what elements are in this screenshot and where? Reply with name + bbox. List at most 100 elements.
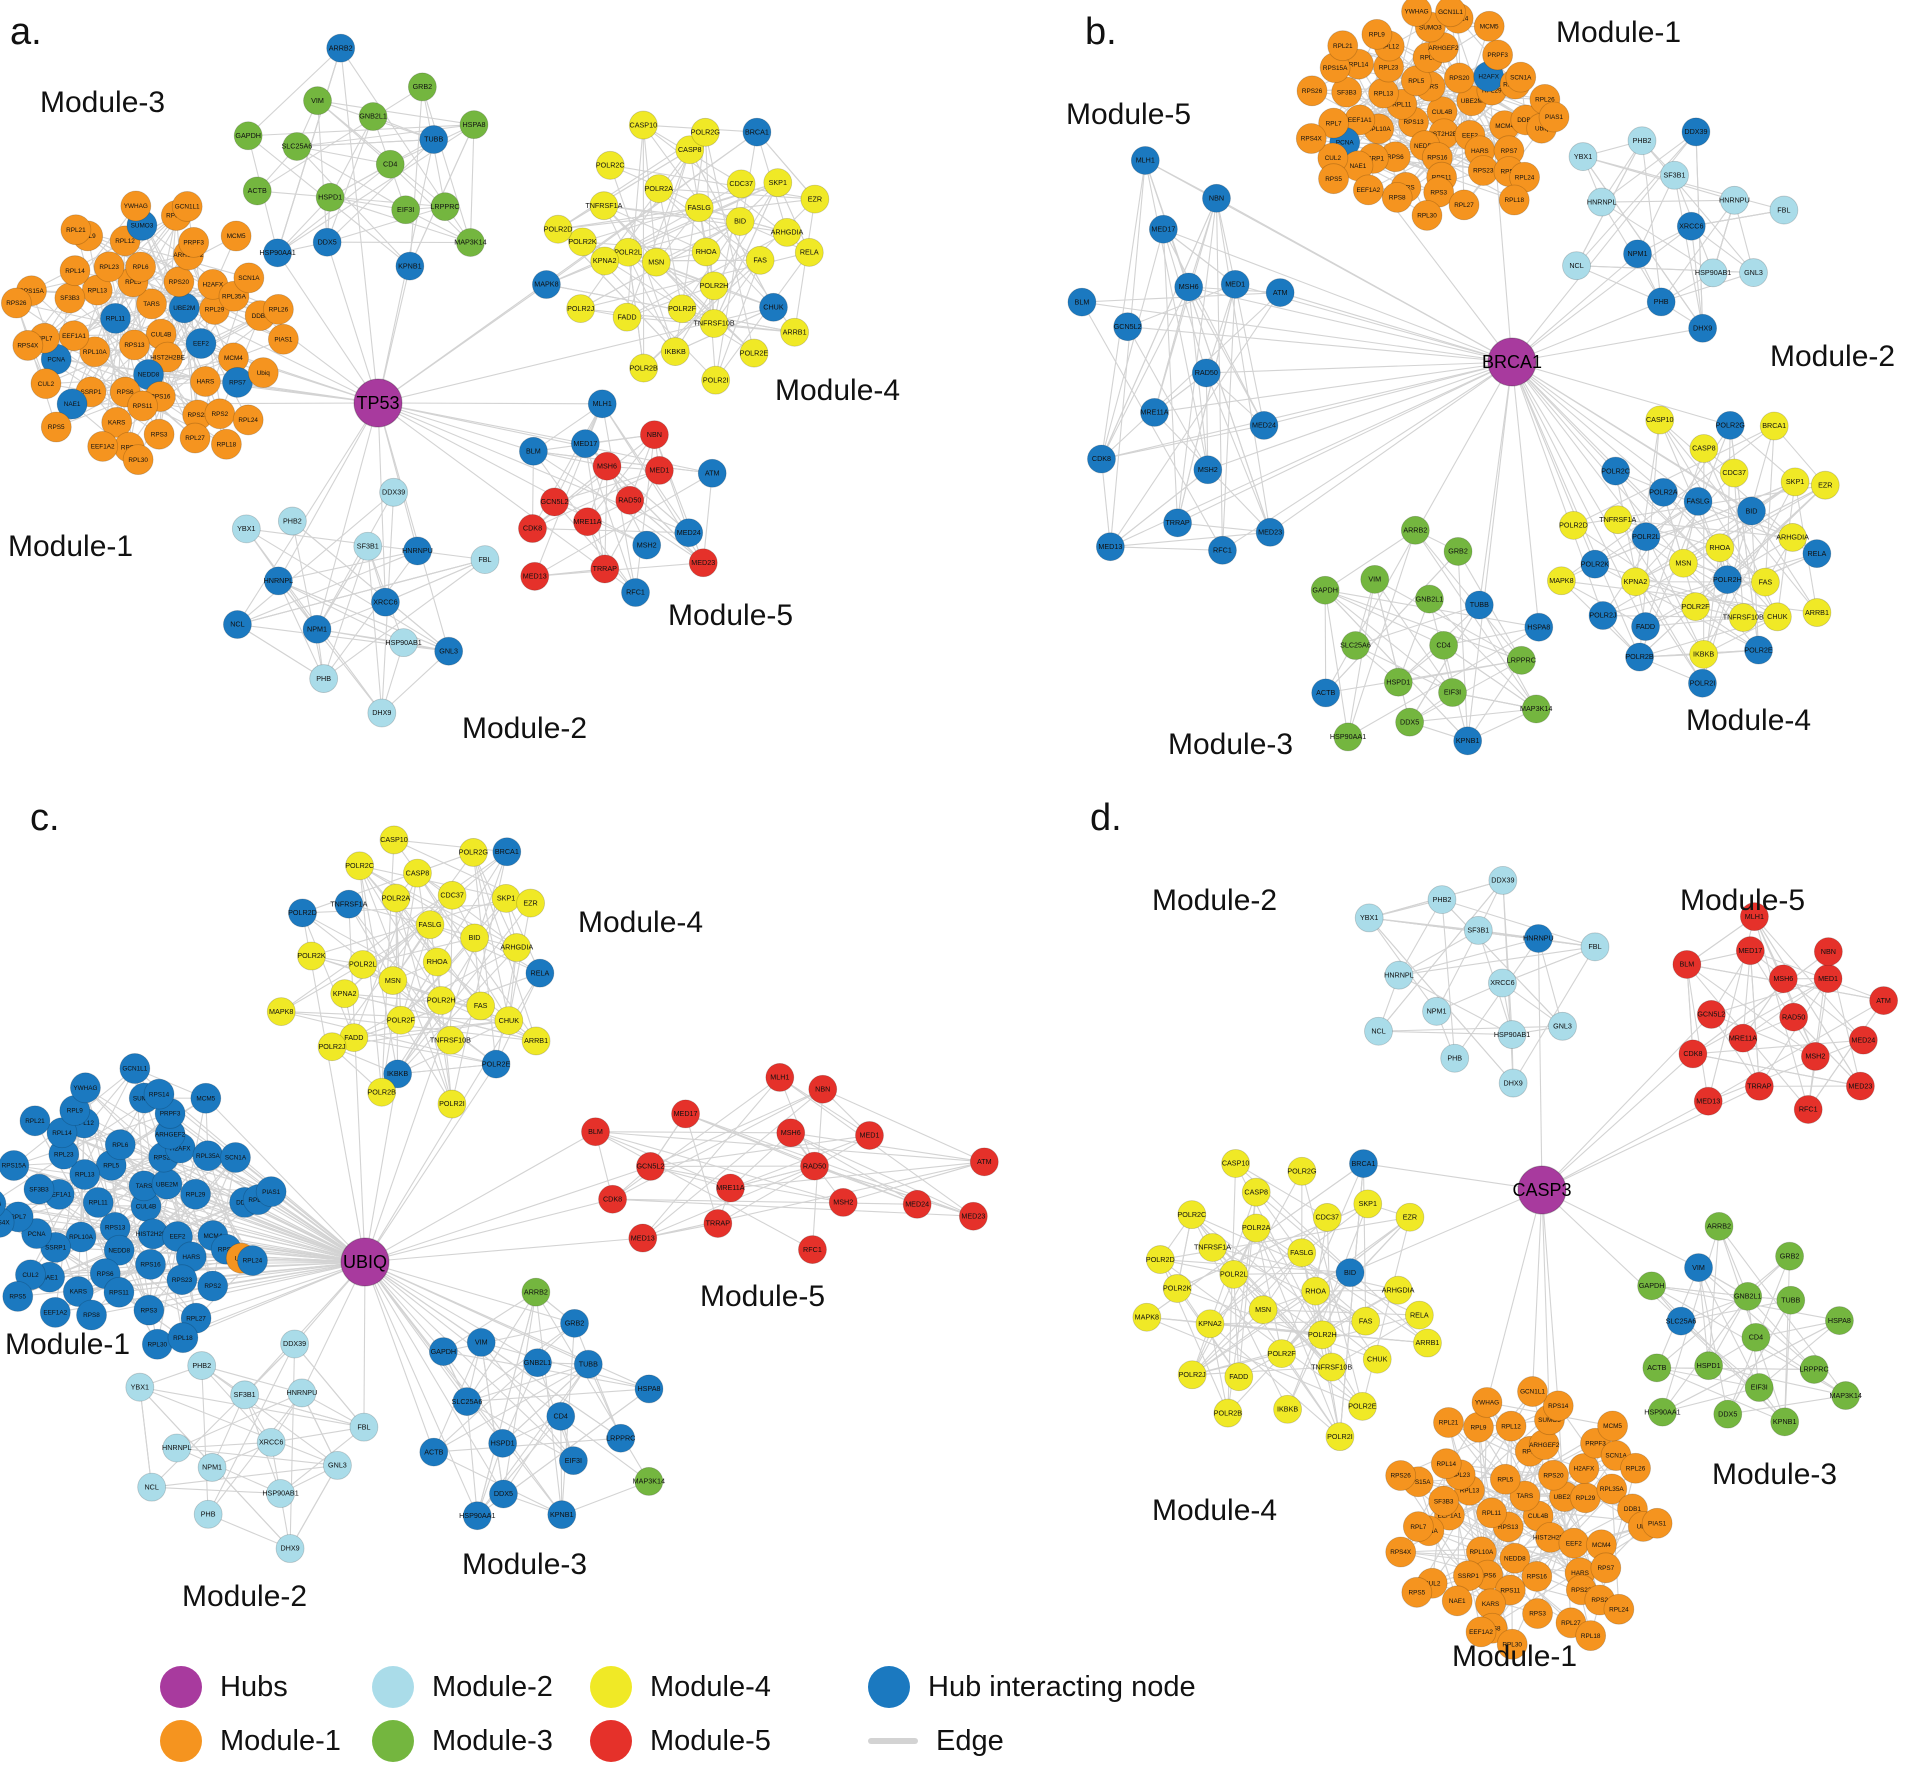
gene-node-MSH2[interactable] — [632, 530, 662, 560]
gene-node-MED17[interactable] — [671, 1099, 700, 1129]
gene-node-RPL6[interactable] — [104, 1129, 136, 1161]
gene-node-MCM5[interactable] — [220, 220, 252, 252]
gene-node-BID[interactable] — [1737, 496, 1766, 526]
gene-node-VIM[interactable] — [1360, 564, 1390, 594]
gene-node-RPL24[interactable] — [232, 404, 264, 436]
gene-node-FBL[interactable] — [349, 1412, 379, 1442]
gene-node-CDK8[interactable] — [1678, 1039, 1708, 1069]
gene-node-MED1[interactable] — [855, 1121, 884, 1150]
gene-node-NPM1[interactable] — [197, 1453, 227, 1482]
gene-node-MED24[interactable] — [1848, 1025, 1878, 1055]
gene-node-POLR2B[interactable] — [1625, 642, 1654, 672]
gene-node-RPS16[interactable] — [1521, 1561, 1553, 1592]
gene-node-ATM[interactable] — [697, 458, 727, 488]
gene-node-KPNB1[interactable] — [395, 251, 425, 281]
gene-node-NCL[interactable] — [1364, 1016, 1393, 1046]
gene-node-POLR2E[interactable] — [739, 338, 769, 368]
gene-node-RPL9[interactable] — [1361, 18, 1393, 50]
gene-node-MED23[interactable] — [688, 548, 718, 578]
gene-node-IKBKB[interactable] — [383, 1059, 413, 1089]
gene-node-TUBB[interactable] — [1464, 590, 1494, 620]
gene-node-SLC25A6[interactable] — [1666, 1306, 1696, 1336]
gene-node-MED24[interactable] — [1249, 410, 1279, 440]
gene-node-GAPDH[interactable] — [428, 1337, 458, 1366]
gene-node-EIF3I[interactable] — [1744, 1373, 1774, 1402]
gene-node-RPL14[interactable] — [1430, 1448, 1462, 1480]
gene-node-KPNA2[interactable] — [590, 246, 620, 276]
gene-node-RPL27[interactable] — [1448, 189, 1480, 221]
gene-node-KARS[interactable] — [101, 406, 133, 438]
gene-node-MAPK8[interactable] — [531, 270, 561, 299]
gene-node-POLR2F[interactable] — [386, 1005, 416, 1035]
gene-node-POLR2B[interactable] — [367, 1077, 397, 1107]
gene-node-HSPA8[interactable] — [634, 1374, 664, 1404]
gene-node-GNB2L1[interactable] — [1733, 1281, 1763, 1311]
gene-node-NEDD8[interactable] — [103, 1234, 135, 1266]
gene-node-POLR2D[interactable] — [543, 214, 573, 244]
gene-node-POLR2G[interactable] — [1287, 1156, 1317, 1186]
gene-node-HNRNPU[interactable] — [1523, 924, 1553, 953]
gene-node-HSP90AB1[interactable] — [1698, 258, 1728, 288]
gene-node-RPL11[interactable] — [82, 1187, 114, 1218]
gene-node-NBN[interactable] — [1202, 183, 1231, 213]
gene-node-MSN[interactable] — [1248, 1295, 1278, 1325]
gene-node-MRE11A[interactable] — [1728, 1023, 1758, 1053]
gene-node-NCL[interactable] — [1562, 251, 1591, 281]
gene-node-GAPDH[interactable] — [1637, 1271, 1667, 1301]
gene-node-Ubiq[interactable] — [247, 357, 279, 389]
gene-node-RPS4X[interactable] — [12, 330, 44, 361]
gene-node-RPL18[interactable] — [210, 428, 242, 460]
gene-node-CASP8[interactable] — [403, 858, 432, 888]
gene-node-RPS3[interactable] — [133, 1294, 165, 1326]
gene-node-CD4[interactable] — [1741, 1322, 1771, 1352]
gene-node-DDX39[interactable] — [280, 1329, 309, 1359]
gene-node-GCN5L2[interactable] — [1113, 312, 1143, 342]
gene-node-DDX5[interactable] — [312, 227, 342, 257]
gene-node-TNFRSF10B[interactable] — [435, 1025, 465, 1055]
gene-node-IKBKB[interactable] — [1689, 639, 1719, 669]
gene-node-POLR2A[interactable] — [1648, 477, 1678, 507]
gene-node-CDC37[interactable] — [726, 169, 756, 199]
gene-node-BLM[interactable] — [519, 436, 548, 466]
gene-node-PHB2[interactable] — [1427, 885, 1457, 914]
gene-node-RAD50[interactable] — [800, 1151, 829, 1181]
gene-node-GNB2L1[interactable] — [1415, 584, 1444, 614]
gene-node-RHOA[interactable] — [1301, 1276, 1331, 1306]
gene-node-H2AFX[interactable] — [1568, 1453, 1600, 1484]
gene-node-POLR2H[interactable] — [1712, 565, 1742, 595]
gene-node-FADD[interactable] — [1224, 1362, 1254, 1392]
gene-node-RPS7[interactable] — [1590, 1552, 1622, 1584]
gene-node-HSPD1[interactable] — [315, 182, 345, 212]
gene-node-RPL6[interactable] — [125, 251, 157, 283]
gene-node-MED13[interactable] — [1693, 1086, 1723, 1116]
gene-node-RPL24[interactable] — [237, 1245, 268, 1276]
gene-node-GAPDH[interactable] — [233, 121, 263, 151]
gene-node-MRE11A[interactable] — [573, 507, 602, 537]
gene-node-HSP90AA1[interactable] — [1648, 1397, 1677, 1427]
gene-node-POLR2A[interactable] — [381, 883, 411, 913]
gene-node-RPL14[interactable] — [59, 255, 91, 287]
gene-node-TNFRSF10B[interactable] — [1317, 1352, 1347, 1382]
gene-node-HSPA8[interactable] — [1524, 612, 1554, 642]
gene-node-MED24[interactable] — [674, 518, 704, 548]
gene-node-EIF3I[interactable] — [391, 195, 421, 225]
gene-node-MSN[interactable] — [1669, 548, 1698, 578]
gene-node-SKP1[interactable] — [1353, 1189, 1383, 1219]
gene-node-SKP1[interactable] — [763, 168, 793, 198]
gene-node-RELA[interactable] — [525, 958, 555, 988]
gene-node-CDC37[interactable] — [1312, 1203, 1342, 1232]
gene-node-GCN1L1[interactable] — [171, 191, 203, 222]
gene-node-PRPF3[interactable] — [1482, 39, 1514, 71]
gene-node-MRE11A[interactable] — [1140, 397, 1169, 427]
gene-node-VIM[interactable] — [466, 1328, 496, 1357]
gene-node-XRCC6[interactable] — [256, 1427, 286, 1457]
gene-node-POLR2C[interactable] — [595, 150, 625, 180]
gene-node-RPS14[interactable] — [1542, 1390, 1574, 1422]
gene-node-FASLG[interactable] — [1287, 1238, 1317, 1268]
gene-node-MLH1[interactable] — [1739, 902, 1769, 932]
gene-node-TNFRSF10B[interactable] — [1728, 603, 1758, 632]
gene-node-MED1[interactable] — [1220, 269, 1250, 299]
gene-node-GNL3[interactable] — [434, 636, 464, 666]
gene-node-HSP90AA1[interactable] — [462, 1501, 492, 1531]
gene-node-SLC25A6[interactable] — [452, 1387, 482, 1416]
